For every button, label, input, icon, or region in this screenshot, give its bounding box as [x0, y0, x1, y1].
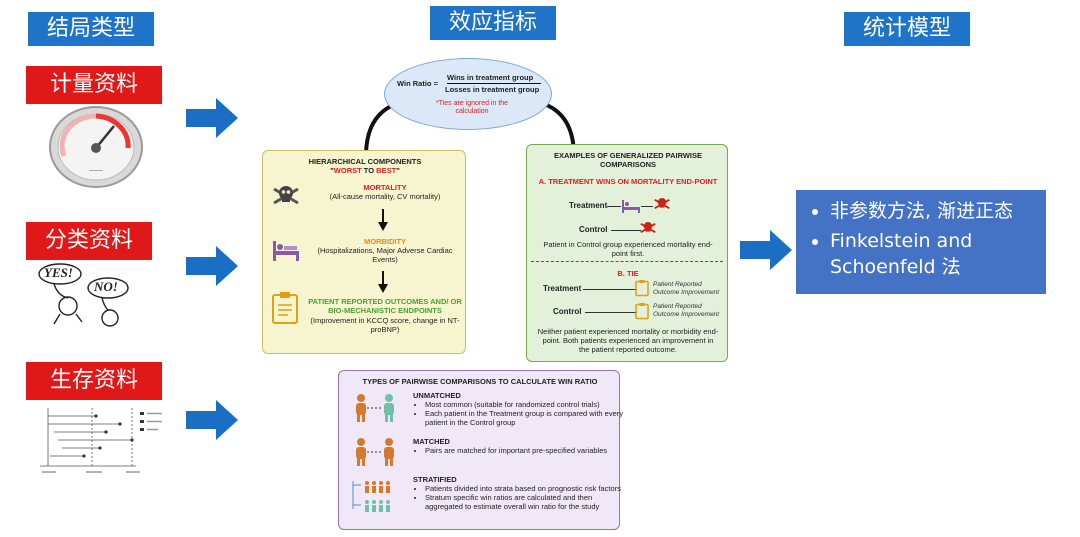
hospital-bed-icon — [622, 200, 640, 213]
quote-close: " — [396, 166, 400, 175]
stratified-item: Patients divided into strata based on pr… — [425, 484, 625, 493]
pro-title: PATIENT REPORTED OUTCOMES AND/ OR BIO-ME… — [308, 297, 462, 315]
stratified-title: STRATIFIED — [413, 475, 457, 484]
skull-icon — [273, 186, 299, 205]
types-title: TYPES OF PAIRWISE COMPARISONS TO CALCULA… — [362, 377, 598, 386]
arrow-down-icon — [378, 209, 388, 231]
a-control-label: Control — [579, 225, 608, 234]
unmatched-item: Each patient in the Treatment group is c… — [425, 409, 625, 427]
stat-model-box: 非参数方法, 渐进正态 Finkelstein and Schoenfeld 法 — [796, 190, 1046, 294]
hospital-bed-icon — [273, 241, 299, 261]
formula-denominator: Losses in treatment group — [445, 85, 540, 94]
arrow-right-icon — [186, 246, 238, 286]
svg-text:——: —— — [89, 167, 103, 174]
hierarchical-title: HIERARCHICAL COMPONENTS — [308, 157, 422, 166]
matched-item: Pairs are matched for important pre-spec… — [425, 446, 625, 455]
unmatched-item: Most common (suitable for randomized con… — [425, 400, 625, 409]
formula-note: *Ties are ignored in the calculation — [435, 100, 509, 115]
a-treatment-label: Treatment — [569, 201, 608, 210]
effect-index-header: 效应指标 — [430, 6, 556, 40]
morbidity-desc: (Hospitalizations, Major Adverse Cardiac… — [317, 246, 453, 264]
best-text: BEST — [376, 166, 397, 175]
a-desc: Patient in Control group experienced mor… — [543, 240, 713, 258]
worst-text: WORST — [333, 166, 362, 175]
morbidity-title: MORBIDITY — [363, 237, 407, 246]
clipboard-icon — [272, 292, 298, 324]
worst-to-best: "WORST TO BEST" — [263, 166, 467, 175]
strata-icon — [352, 481, 390, 512]
b-control-label: Control — [553, 307, 582, 316]
to-text: TO — [361, 166, 377, 175]
categorical-label: 分类资料 — [26, 222, 152, 260]
b-title: B. TIE — [617, 269, 639, 278]
pairwise-title: EXAMPLES OF GENERALIZED PAIRWISE COMPARI… — [553, 151, 703, 169]
yes-text: YES! — [44, 265, 73, 280]
stratified-item: Stratum specific win ratios are calculat… — [425, 493, 625, 511]
skull-icon — [640, 222, 656, 233]
b-pro-label-2: Patient Reported Outcome Improvement — [653, 303, 720, 318]
pro-desc: (Improvement in KCCQ score, change in NT… — [310, 316, 460, 334]
quantitative-label: 计量资料 — [26, 66, 162, 104]
unmatched-title: UNMATCHED — [413, 391, 461, 400]
stat-model-header: 统计模型 — [844, 12, 970, 46]
arrow-right-icon — [740, 230, 792, 270]
b-desc: Neither patient experienced mortality or… — [537, 327, 719, 354]
model-item: 非参数方法, 渐进正态 — [830, 198, 1036, 224]
people-pair-icon — [356, 394, 394, 422]
pairwise-examples-box: EXAMPLES OF GENERALIZED PAIRWISE COMPARI… — [526, 144, 728, 362]
gauge-image: —— — [49, 106, 143, 188]
arrow-down-icon — [378, 271, 388, 293]
model-item: Finkelstein and Schoenfeld 法 — [830, 228, 1036, 280]
formula-numerator: Wins in treatment group — [447, 73, 534, 82]
clipboard-icon — [635, 280, 649, 297]
people-pair-icon — [356, 438, 394, 466]
survival-chart-image — [40, 408, 162, 473]
matched-list: Pairs are matched for important pre-spec… — [415, 446, 625, 455]
unmatched-list: Most common (suitable for randomized con… — [415, 400, 625, 427]
matched-title: MATCHED — [413, 437, 450, 446]
survival-label: 生存资料 — [26, 362, 162, 400]
stratified-list: Patients divided into strata based on pr… — [415, 484, 625, 511]
a-title: A. TREATMENT WINS ON MORTALITY END-POINT — [538, 177, 718, 186]
b-pro-label-1: Patient Reported Outcome Improvement — [653, 281, 720, 296]
yes-no-image: YES! NO! — [38, 262, 142, 328]
b-treatment-label: Treatment — [543, 284, 582, 293]
win-ratio-formula: Win Ratio = Wins in treatment group Loss… — [384, 58, 552, 130]
hierarchical-components-box: HIERARCHICAL COMPONENTS "WORST TO BEST" … — [262, 150, 466, 354]
mortality-desc: (All-cause mortality, CV mortality) — [329, 192, 441, 201]
skull-icon — [654, 198, 670, 209]
arrow-right-icon — [186, 400, 238, 440]
no-text: NO! — [94, 279, 118, 294]
outcome-type-header: 结局类型 — [28, 12, 154, 46]
arrow-right-icon — [186, 98, 238, 138]
formula-lhs: Win Ratio = — [397, 79, 438, 88]
mortality-title: MORTALITY — [363, 183, 407, 192]
clipboard-icon — [635, 303, 649, 320]
comparison-types-box: TYPES OF PAIRWISE COMPARISONS TO CALCULA… — [338, 370, 623, 530]
quote-open: " — [330, 166, 334, 175]
